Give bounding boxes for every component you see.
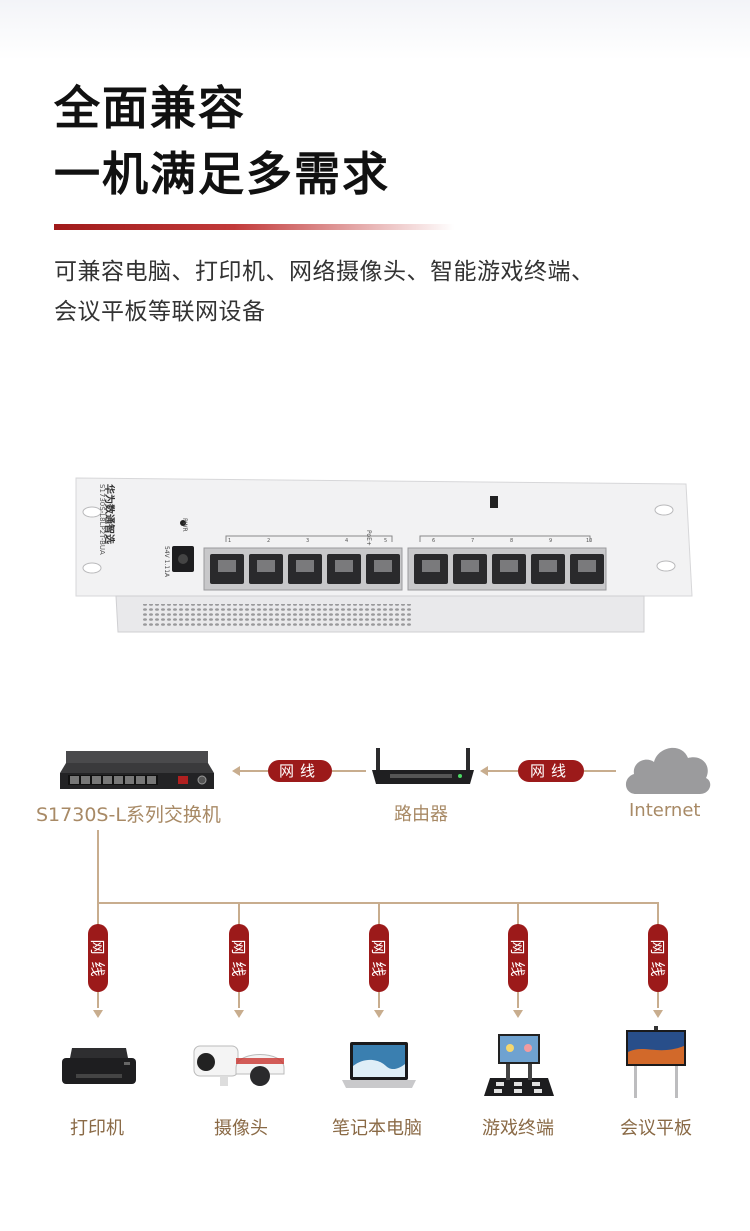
port-numbers: 1 2 3 4 5 6 7 8 9 10: [220, 538, 610, 546]
cable-badge-text: 网线: [229, 939, 248, 977]
arrow-to-switch: [232, 766, 240, 776]
accent-bar: [54, 224, 454, 230]
port-number: 6: [432, 538, 436, 544]
port-number: 4: [345, 538, 349, 544]
device-label: 游戏终端: [482, 1118, 554, 1139]
arrow-down: [513, 1010, 523, 1018]
cable-line-switch-router-b: [332, 770, 366, 772]
port-number: 10: [586, 538, 593, 544]
arrow-down: [374, 1010, 384, 1018]
port-number: 2: [267, 538, 271, 544]
switch-product-image: 华为数通智选 S1730S-L8LP2T-BUA PWR 54V 1.11A P…: [70, 472, 696, 642]
cable-badge-text: 网线: [648, 939, 667, 977]
trunk-line: [97, 830, 99, 904]
laptop-icon: [340, 1040, 418, 1092]
port-number: 7: [471, 538, 475, 544]
cable-badge-vertical: 网线: [369, 924, 389, 992]
arrow-down: [93, 1010, 103, 1018]
arrow-to-router: [480, 766, 488, 776]
internet-label: Internet: [629, 800, 701, 821]
camera-icon: [192, 1040, 288, 1092]
cable-badge-text: 网线: [508, 939, 527, 977]
cable-badge-vertical: 网线: [508, 924, 528, 992]
power-label: PWR: [181, 518, 188, 532]
bus-line: [97, 902, 659, 904]
arrow-down: [234, 1010, 244, 1018]
description-line-1: 可兼容电脑、打印机、网络摄像头、智能游戏终端、: [54, 259, 595, 285]
switch-label: S1730S-L系列交换机: [36, 804, 221, 826]
cable-badge-vertical: 网线: [648, 924, 668, 992]
cloud-icon: [622, 738, 714, 796]
product-model-text: S1730S-L8LP2T-BUA: [98, 484, 106, 555]
device-label: 打印机: [70, 1118, 124, 1139]
cable-line-switch-router-a: [240, 770, 268, 772]
cable-line-router-internet-a: [488, 770, 518, 772]
conference-panel-icon: [624, 1026, 688, 1100]
cable-badge-vertical: 网线: [88, 924, 108, 992]
switch-icon: [58, 745, 216, 795]
port-number: 1: [228, 538, 232, 544]
game-terminal-icon: [484, 1030, 554, 1100]
headline-line-2: 一机满足多需求: [54, 147, 390, 201]
top-background: [0, 0, 750, 60]
port-number: 5: [384, 538, 388, 544]
headline-line-1: 全面兼容: [54, 81, 246, 135]
device-label: 会议平板: [620, 1118, 692, 1139]
router-label: 路由器: [394, 804, 448, 825]
device-label: 笔记本电脑: [332, 1118, 422, 1139]
port-number: 8: [510, 538, 514, 544]
cable-line-router-internet-b: [584, 770, 616, 772]
cable-badge: 网线: [518, 760, 584, 782]
printer-icon: [58, 1044, 140, 1090]
port-number: 3: [306, 538, 310, 544]
cable-badge-text: 网线: [88, 939, 107, 977]
description-line-2: 会议平板等联网设备: [54, 299, 266, 325]
arrow-down: [653, 1010, 663, 1018]
device-label: 摄像头: [214, 1118, 268, 1139]
cable-badge-text: 网线: [369, 939, 388, 977]
cable-badge-vertical: 网线: [229, 924, 249, 992]
port-number: 9: [549, 538, 553, 544]
router-icon: [370, 748, 476, 788]
power-spec-label: 54V 1.11A: [163, 546, 170, 578]
cable-badge: 网线: [268, 760, 332, 782]
